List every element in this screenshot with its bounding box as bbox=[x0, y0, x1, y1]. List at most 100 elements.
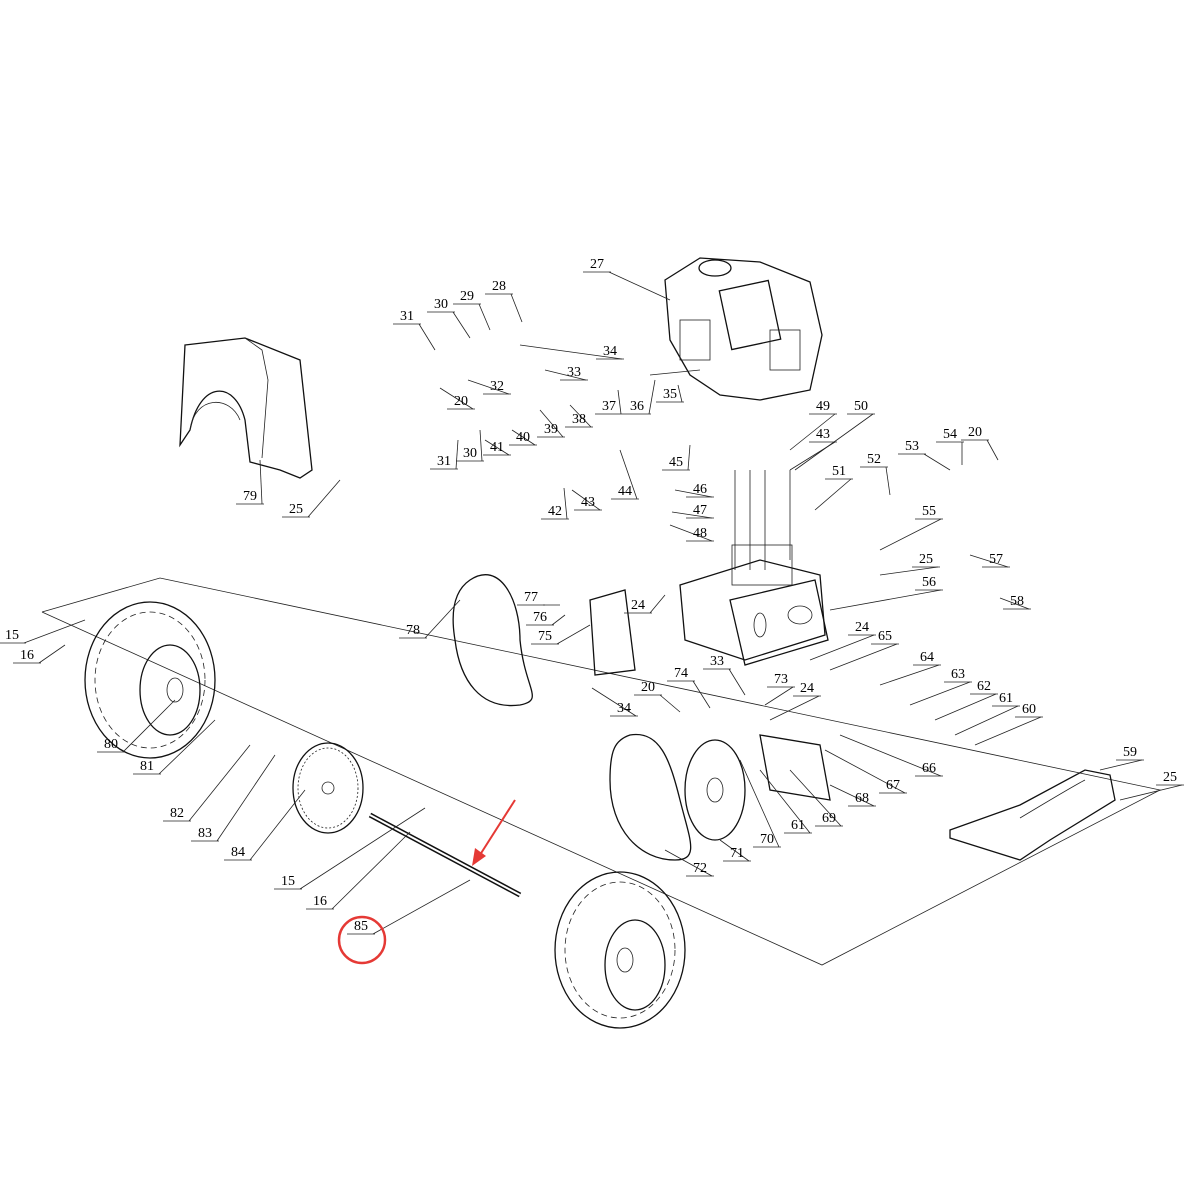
part-label-72: 72 bbox=[693, 861, 707, 876]
leader-line bbox=[764, 686, 794, 706]
leader-line bbox=[809, 634, 875, 661]
part-label-64: 64 bbox=[920, 650, 934, 665]
part-label-15: 15 bbox=[281, 874, 295, 889]
leader-line bbox=[954, 705, 1019, 736]
part-label-68: 68 bbox=[855, 791, 869, 806]
part-label-69: 69 bbox=[822, 811, 836, 826]
part-label-83: 83 bbox=[198, 826, 212, 841]
part-label-76: 76 bbox=[533, 610, 547, 625]
leader-line bbox=[789, 769, 842, 827]
part-label-24: 24 bbox=[631, 598, 645, 613]
leader-line bbox=[829, 589, 942, 611]
leader-line bbox=[664, 849, 713, 877]
part-label-50: 50 bbox=[854, 399, 868, 414]
cover-75 bbox=[589, 589, 636, 676]
leader-line bbox=[728, 668, 746, 696]
part-label-81: 81 bbox=[140, 759, 154, 774]
leader-line bbox=[669, 524, 713, 542]
part-label-78: 78 bbox=[406, 623, 420, 638]
part-label-31: 31 bbox=[400, 309, 414, 324]
part-label-25: 25 bbox=[289, 502, 303, 517]
leader-line bbox=[759, 769, 811, 834]
leader-line bbox=[674, 489, 713, 498]
part-label-28: 28 bbox=[492, 279, 506, 294]
highlight-circle-85 bbox=[337, 915, 387, 965]
leader-line bbox=[986, 439, 999, 461]
part-label-52: 52 bbox=[867, 452, 881, 467]
leader-line bbox=[687, 444, 691, 471]
leader-line bbox=[556, 624, 591, 645]
part-label-48: 48 bbox=[693, 526, 707, 541]
leader-line bbox=[216, 754, 276, 842]
leader-line bbox=[659, 694, 681, 713]
leader-line bbox=[249, 789, 306, 861]
leader-line bbox=[569, 404, 592, 428]
part-label-67: 67 bbox=[886, 778, 900, 793]
part-label-57: 57 bbox=[989, 552, 1003, 567]
leader-line bbox=[38, 644, 66, 664]
part-label-84: 84 bbox=[231, 845, 245, 860]
part-label-16: 16 bbox=[313, 894, 327, 909]
part-label-70: 70 bbox=[760, 832, 774, 847]
leader-line bbox=[789, 441, 836, 471]
leader-line bbox=[455, 439, 459, 470]
leader-line bbox=[563, 487, 568, 520]
leader-line bbox=[608, 271, 671, 301]
leader-line bbox=[519, 344, 623, 360]
leader-line bbox=[511, 429, 536, 446]
leader-line bbox=[467, 379, 510, 395]
part-label-47: 47 bbox=[693, 503, 707, 518]
part-label-75: 75 bbox=[538, 629, 552, 644]
part-label-85: 85 bbox=[354, 919, 368, 934]
part-label-62: 62 bbox=[977, 679, 991, 694]
leader-line bbox=[299, 807, 426, 890]
part-label-34: 34 bbox=[603, 344, 617, 359]
part-label-51: 51 bbox=[832, 464, 846, 479]
leader-line bbox=[671, 511, 713, 519]
leader-line bbox=[839, 734, 942, 777]
part-label-79: 79 bbox=[243, 489, 257, 504]
part-label-60: 60 bbox=[1022, 702, 1036, 717]
leader-line bbox=[439, 387, 474, 410]
leader-line bbox=[769, 695, 820, 721]
leader-line bbox=[1099, 759, 1143, 771]
leader-line bbox=[478, 303, 491, 331]
part-label-33: 33 bbox=[710, 654, 724, 669]
part-label-24: 24 bbox=[855, 620, 869, 635]
leader-line bbox=[934, 693, 997, 721]
highlight-arrowhead bbox=[472, 848, 486, 866]
leader-line bbox=[692, 680, 711, 709]
part-label-65: 65 bbox=[878, 629, 892, 644]
part-label-20: 20 bbox=[968, 425, 982, 440]
part-label-25: 25 bbox=[1163, 770, 1177, 785]
leader-line bbox=[418, 323, 436, 351]
part-label-58: 58 bbox=[1010, 594, 1024, 609]
part-label-15: 15 bbox=[5, 628, 19, 643]
leader-line bbox=[648, 379, 656, 415]
part-label-25: 25 bbox=[919, 552, 933, 567]
leader-line bbox=[923, 453, 951, 471]
part-label-46: 46 bbox=[693, 482, 707, 497]
part-label-63: 63 bbox=[951, 667, 965, 682]
part-label-20: 20 bbox=[454, 394, 468, 409]
part-label-16: 16 bbox=[20, 648, 34, 663]
part-label-30: 30 bbox=[434, 297, 448, 312]
leader-line bbox=[122, 699, 176, 753]
part-label-43: 43 bbox=[581, 495, 595, 510]
engine-27 bbox=[649, 257, 823, 401]
leader-line bbox=[452, 311, 471, 339]
leader-line bbox=[974, 716, 1042, 746]
leader-line bbox=[539, 409, 564, 438]
part-label-37: 37 bbox=[602, 399, 616, 414]
part-label-55: 55 bbox=[922, 504, 936, 519]
leader-line bbox=[479, 429, 483, 462]
part-label-77: 77 bbox=[524, 590, 538, 605]
part-label-36: 36 bbox=[630, 399, 644, 414]
highlight-arrow bbox=[477, 799, 516, 859]
part-label-31: 31 bbox=[437, 454, 451, 469]
leader-line bbox=[885, 466, 891, 496]
leader-line bbox=[307, 479, 341, 518]
leader-line bbox=[824, 749, 906, 794]
part-label-27: 27 bbox=[590, 257, 604, 272]
